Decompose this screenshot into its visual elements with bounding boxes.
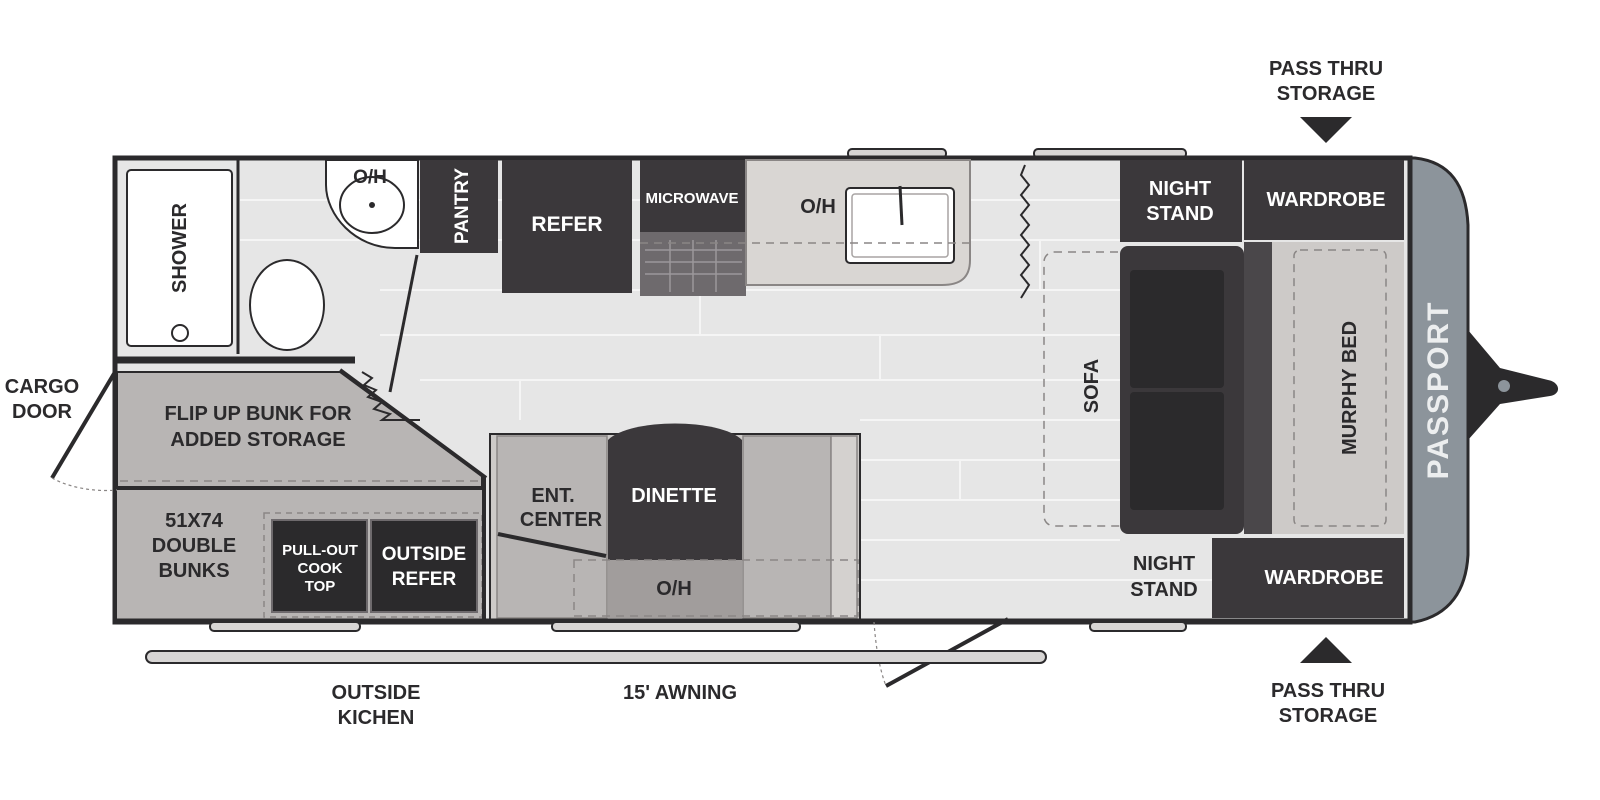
outside-refer-label-1: OUTSIDE: [382, 544, 466, 565]
wardrobe-top: [1244, 160, 1404, 240]
night-stand-bottom-panel: [1212, 538, 1244, 618]
slide-seal: [1019, 164, 1031, 299]
wardrobe-bottom-label: WARDROBE: [1265, 567, 1384, 589]
dinette-bench-right-back: [830, 435, 858, 619]
shower-drain: [171, 324, 189, 342]
flip-up-label-1: FLIP UP BUNK FOR: [164, 403, 352, 425]
outside-kitchen-label-2: KICHEN: [338, 707, 415, 729]
oh-dinette-dashed: [573, 559, 859, 617]
bath-door: [388, 254, 419, 393]
murphy-bed-label: MURPHY BED: [1339, 321, 1361, 455]
pull-out-cooktop: [271, 519, 368, 613]
cooktop-label-2: COOK: [298, 560, 343, 577]
flip-up-bunk-edge: [338, 368, 488, 480]
microwave: [640, 160, 746, 232]
pantry-label: PANTRY: [452, 168, 473, 244]
bunks-label-2: DOUBLE: [152, 535, 236, 557]
oh-dinette-label: O/H: [656, 578, 692, 600]
oh-dinette-cabinet: [608, 560, 742, 618]
pass-thru-top-arrow: [1300, 117, 1352, 143]
shower: [126, 169, 233, 347]
night-stand-top-label-2: STAND: [1146, 203, 1213, 225]
murphy-bed: [1272, 242, 1404, 534]
oh-kitchen-label: O/H: [800, 196, 836, 218]
dinette-label: DINETTE: [631, 485, 717, 507]
refer: [502, 160, 632, 293]
cargo-door-label-1: CARGO: [5, 376, 79, 398]
ent-center-label-2: CENTER: [520, 509, 603, 531]
outside-kitchen-label-1: OUTSIDE: [332, 682, 421, 704]
cargo-door: [50, 370, 117, 480]
shower-label: SHOWER: [169, 202, 191, 293]
oh-bath-label: O/H: [353, 167, 387, 188]
night-stand-bottom-label-2: STAND: [1130, 579, 1197, 601]
hitch-ball: [1498, 380, 1510, 392]
outside-refer: [370, 519, 478, 613]
dinette-bench-right: [742, 435, 832, 619]
pass-thru-bottom-label-2: STORAGE: [1279, 705, 1378, 727]
cargo-door-swing: [51, 477, 118, 492]
wardrobe-top-label: WARDROBE: [1267, 189, 1386, 211]
cargo-door-label-2: DOOR: [12, 401, 73, 423]
awning-label: 15' AWNING: [623, 682, 737, 704]
flip-up-label-2: ADDED STORAGE: [170, 429, 345, 451]
night-stand-top-label-1: NIGHT: [1149, 178, 1211, 200]
range-grates: [645, 240, 742, 292]
bunks-label-1: 51X74: [165, 510, 224, 532]
bunk-seal: [361, 371, 420, 421]
night-stand-bottom-label-1: NIGHT: [1133, 553, 1195, 575]
refer-label: REFER: [531, 213, 602, 236]
sofa-cushion-1: [1130, 270, 1224, 388]
ent-center-tv: [497, 532, 607, 558]
cooktop-label-1: PULL-OUT: [282, 542, 358, 559]
pass-thru-top-label-1: PASS THRU: [1269, 58, 1383, 80]
bottom-rail-2: [551, 621, 801, 632]
bottom-rail-1: [209, 621, 361, 632]
hitch: [1468, 330, 1559, 440]
sofa-cushion-2: [1130, 392, 1224, 510]
pass-thru-bottom-label-1: PASS THRU: [1271, 680, 1385, 702]
ent-center-label-1: ENT.: [531, 485, 574, 507]
sink-drain: [369, 202, 375, 208]
pass-thru-top-label-2: STORAGE: [1277, 83, 1376, 105]
outside-refer-label-2: REFER: [392, 569, 457, 590]
dinette-bench-left: [496, 435, 608, 619]
faucet: [898, 185, 904, 226]
murphy-frame: [1244, 242, 1272, 534]
brand-logo: PASSPORT: [1422, 301, 1455, 480]
pass-thru-bottom-arrow: [1300, 637, 1352, 663]
pantry: [420, 160, 498, 253]
wardrobe-bottom: [1244, 538, 1404, 618]
bottom-rail-3: [1089, 621, 1187, 632]
awning: [145, 650, 1047, 664]
night-stand-top: [1120, 160, 1242, 242]
dinette-table: [608, 423, 742, 560]
bunks-label-3: BUNKS: [158, 560, 229, 582]
front-cap: [1403, 156, 1470, 624]
toilet: [249, 259, 325, 351]
sofa-label: SOFA: [1081, 359, 1103, 413]
cooktop-label-3: TOP: [305, 578, 336, 595]
microwave-label: MICROWAVE: [645, 190, 738, 207]
